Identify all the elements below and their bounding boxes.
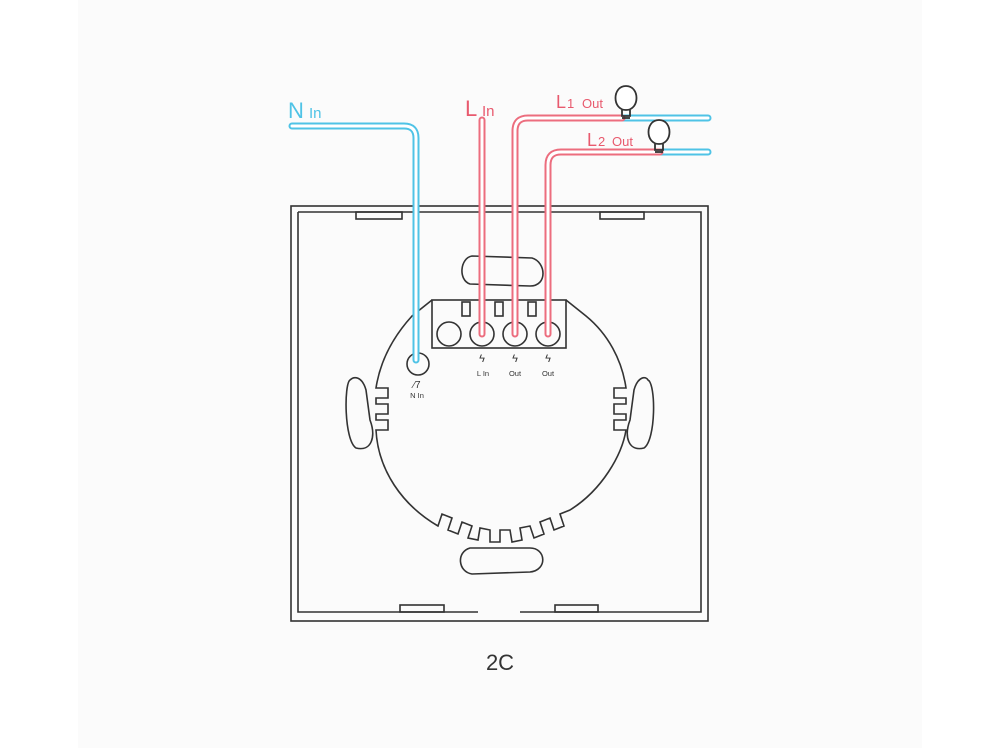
terminal-block (406, 299, 567, 376)
terminal-label-l-in: L In (477, 369, 489, 378)
label-l1-sub: Out (582, 96, 603, 111)
slot-right (626, 376, 655, 450)
bulb-icon (647, 119, 671, 153)
slot-bottom (459, 547, 544, 575)
terminal-label-out2: Out (542, 369, 555, 378)
diagram-caption: 2C (485, 650, 515, 675)
terminal-glyph-out2: ϟ (545, 353, 551, 365)
label-l2-out: L 2 Out (587, 130, 633, 150)
label-l-sub: In (482, 103, 495, 120)
terminal-labels: ϟ L In ϟ Out ϟ Out ⁄7 N In (410, 353, 555, 400)
terminal-label-n-in: N In (410, 391, 424, 400)
label-l-in: L In (465, 96, 495, 121)
slot-top (461, 255, 544, 287)
bulb-icon (614, 85, 638, 119)
label-l2-sub: Out (612, 134, 633, 149)
diagram-background (78, 0, 922, 748)
terminal-glyph-l-in: ϟ (479, 353, 485, 365)
label-l-main: L (465, 96, 477, 121)
mounting-ring (375, 299, 627, 543)
wire-neutral (288, 114, 712, 364)
label-n-main: N (288, 98, 304, 123)
label-l2-main: L (587, 130, 597, 150)
terminal-screw-empty (436, 321, 462, 347)
terminal-glyph-out1: ϟ (512, 353, 518, 365)
slot-left (345, 376, 374, 450)
label-l2-num: 2 (598, 134, 605, 149)
terminal-label-out1: Out (509, 369, 522, 378)
label-l1-num: 1 (567, 96, 574, 111)
terminal-glyph-n-in: ⁄7 (410, 380, 421, 391)
wire-live (478, 114, 664, 338)
label-n-sub: In (309, 105, 322, 122)
label-l1-out: L 1 Out (556, 92, 603, 112)
label-l1-main: L (556, 92, 566, 112)
label-n-in: N In (288, 98, 322, 123)
mounting-slots (345, 255, 655, 575)
switch-plate (290, 205, 709, 622)
